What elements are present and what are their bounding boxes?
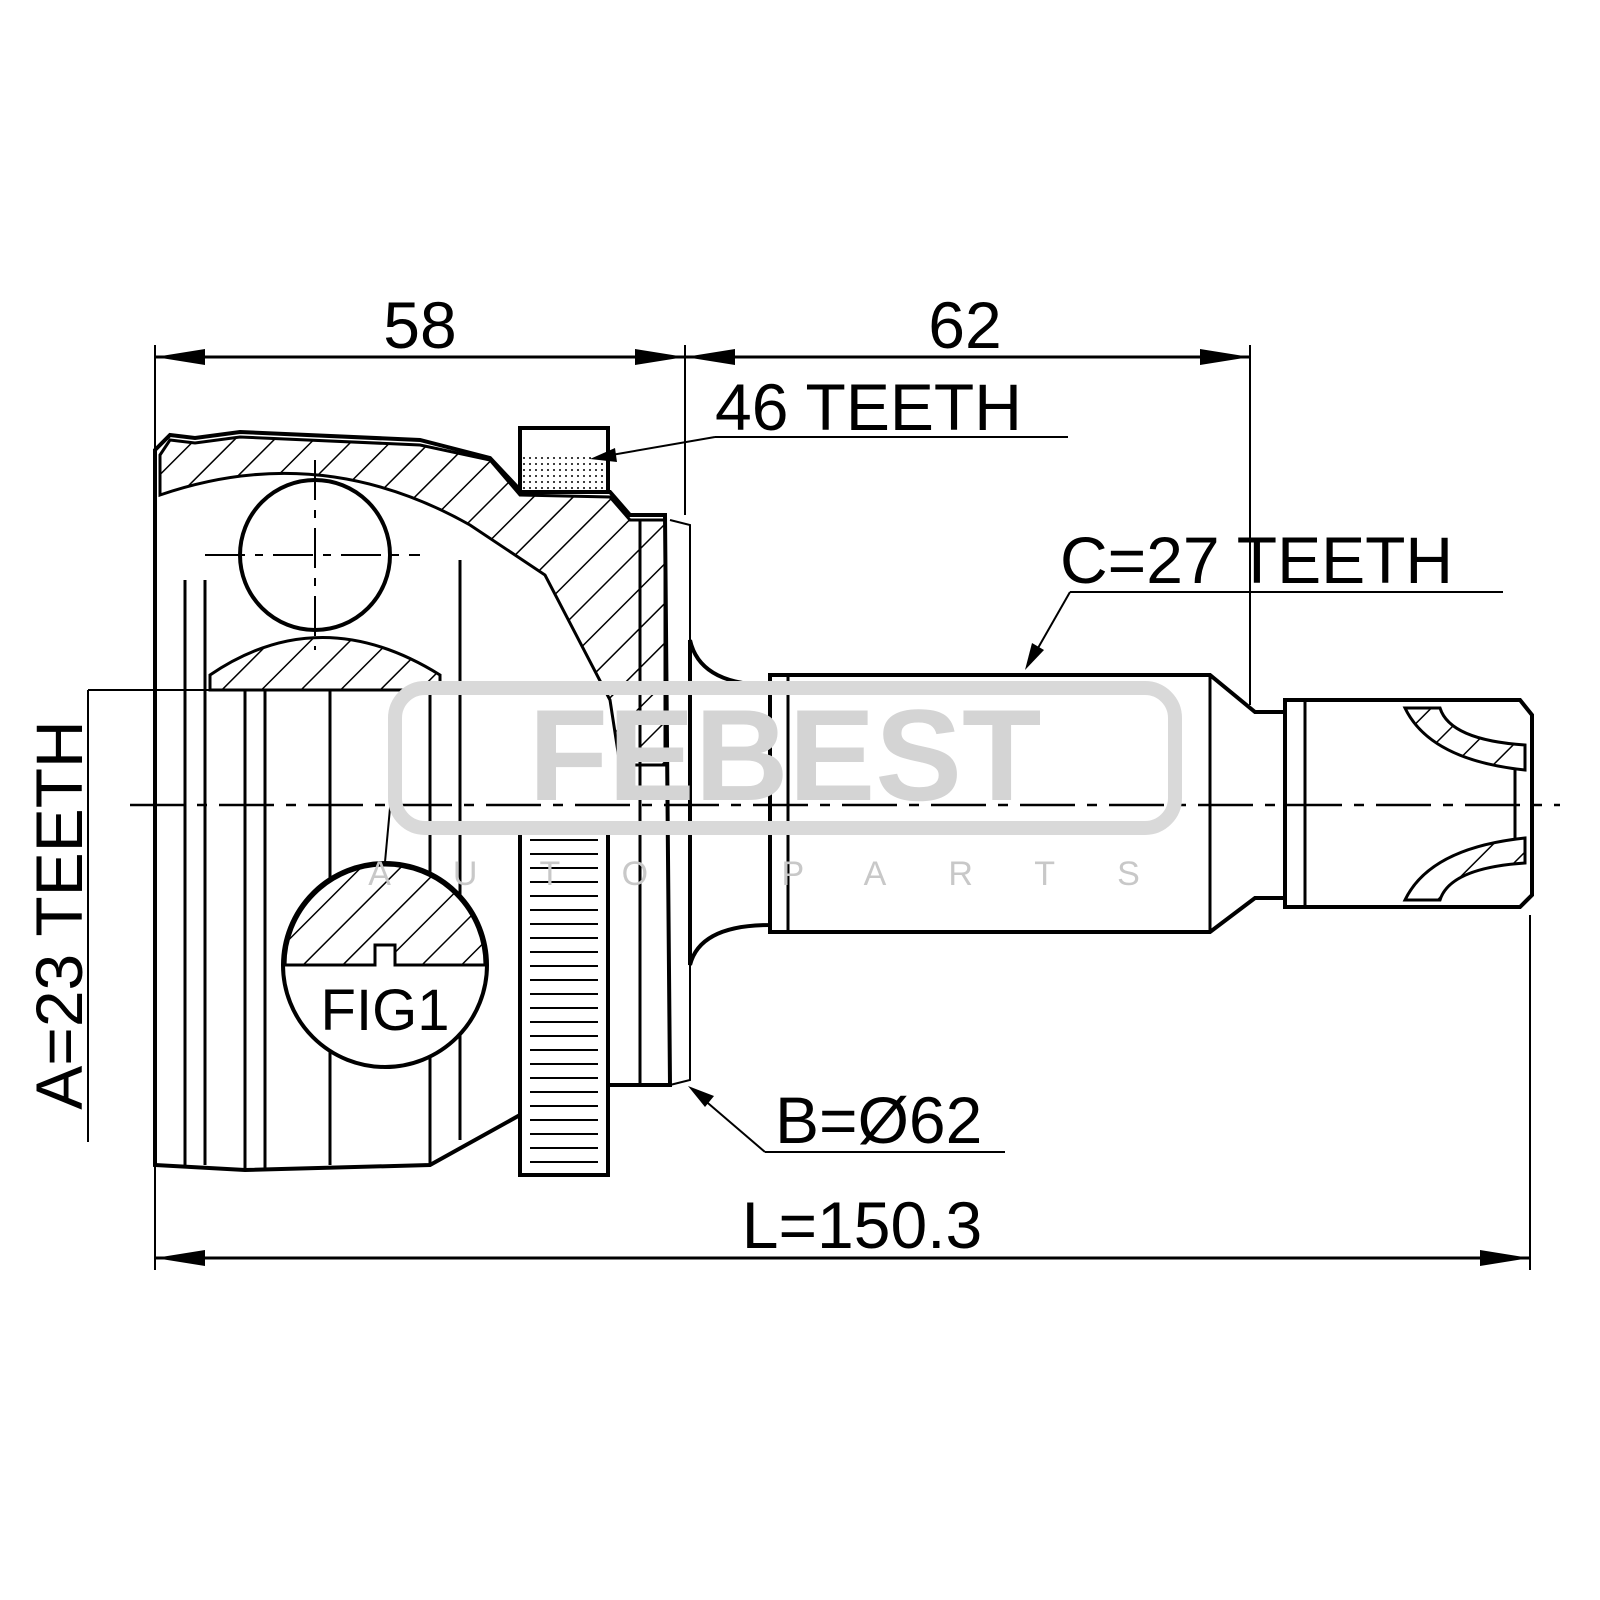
abs-ring <box>518 426 610 1177</box>
output-shaft <box>688 639 1534 966</box>
inner-spline-label: A=23 TEETH <box>22 720 96 1109</box>
callout-b-diameter: B=Ø62 <box>688 1083 1005 1157</box>
dimension-58-label: 58 <box>383 288 456 362</box>
watermark-brand: FEBEST <box>529 682 1042 828</box>
fig1-label: FIG1 <box>321 978 450 1043</box>
seal-diameter-label: B=Ø62 <box>775 1083 982 1157</box>
abs-teeth-label: 46 TEETH <box>715 370 1022 444</box>
dimension-62: 62 <box>685 288 1250 365</box>
watermark-tagline: AUTO PARTS <box>368 855 1202 893</box>
dimension-total-length: L=150.3 <box>155 1188 1530 1266</box>
watermark: FEBEST AUTO PARTS <box>368 681 1202 893</box>
callout-a-23-teeth: A=23 TEETH <box>22 689 210 1142</box>
dimension-62-label: 62 <box>928 288 1001 362</box>
outer-spline-label: C=27 TEETH <box>1060 523 1453 597</box>
fig1-detail: FIG1 <box>281 699 489 1069</box>
total-length-label: L=150.3 <box>742 1188 982 1262</box>
callout-46-teeth: 46 TEETH <box>590 370 1068 462</box>
dimension-58: 58 <box>155 288 685 365</box>
callout-c-27-teeth: C=27 TEETH <box>1025 523 1503 670</box>
